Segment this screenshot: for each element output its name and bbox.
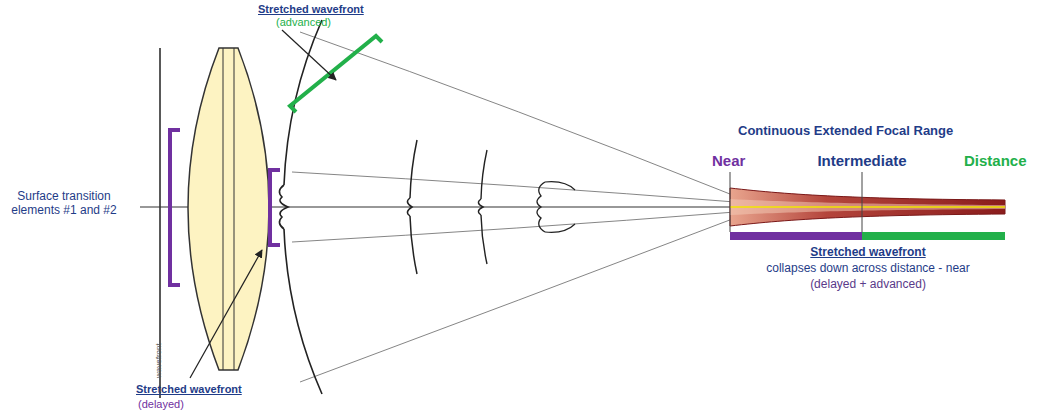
range-title: Continuous Extended Focal Range <box>738 124 953 139</box>
purple-bracket <box>170 130 180 285</box>
lens-inner-line <box>234 48 235 370</box>
lens-inner-line <box>223 48 224 370</box>
leader-arrow <box>282 30 336 80</box>
callout-note: (advanced) <box>276 16 331 29</box>
callout-heading: Stretched wavefront <box>258 3 364 16</box>
callout-note: collapses down across distance - near <box>766 262 969 276</box>
near-range-bar <box>730 232 862 240</box>
focal-tube <box>730 188 1005 226</box>
range-label: Intermediate <box>817 152 906 169</box>
wavefront-wiggle <box>279 185 288 229</box>
range-label: Distance <box>964 152 1027 169</box>
ray-envelope <box>300 32 735 196</box>
ray-envelope <box>292 212 735 242</box>
range-label: Near <box>712 152 745 169</box>
callout-note: (delayed + advanced) <box>810 278 926 292</box>
green-bracket <box>290 36 382 112</box>
wavefront-lobe <box>545 182 575 233</box>
wavefront-wiggle <box>478 199 483 215</box>
axis-label: wavefront <box>154 343 163 378</box>
leader-arrow <box>190 250 262 378</box>
callout-note: (delayed) <box>138 398 184 411</box>
range-mark <box>862 172 863 232</box>
lens-body <box>188 48 269 370</box>
distance-range-bar <box>862 232 1005 240</box>
range-mark <box>730 172 731 232</box>
focal-core <box>730 199 1005 215</box>
callout-heading: Stretched wavefront <box>136 383 242 396</box>
callout-heading: Stretched wavefront <box>810 246 925 260</box>
wavefront-wiggle <box>407 198 412 216</box>
ray-envelope <box>300 218 735 382</box>
wavefront-lobe <box>537 182 545 232</box>
focal-axis <box>730 206 1005 208</box>
side-label: Surface transition elements #1 and #2 <box>3 190 125 218</box>
ray-envelope <box>292 172 735 202</box>
purple-bracket <box>270 170 280 245</box>
